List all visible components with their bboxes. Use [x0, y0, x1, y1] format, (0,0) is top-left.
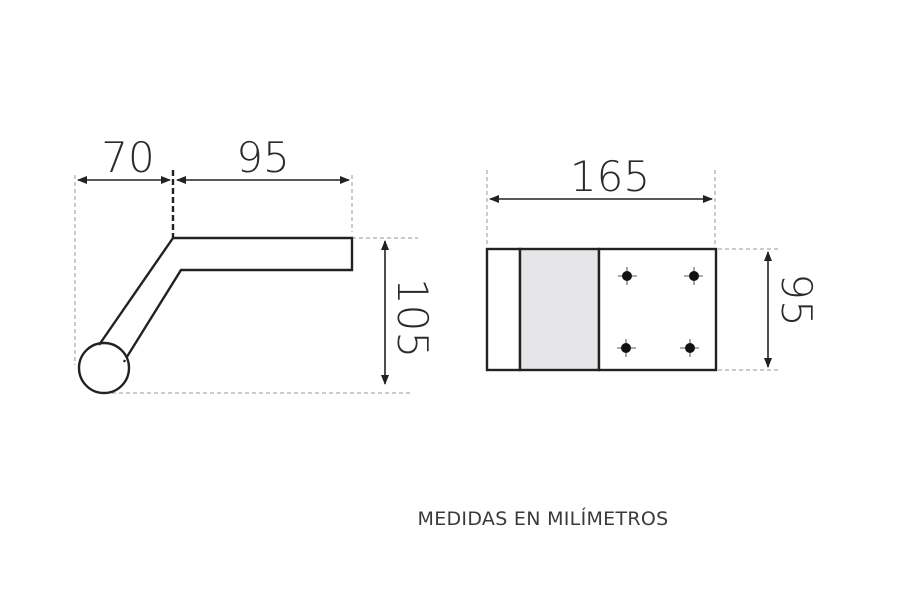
- screw-hole: [684, 267, 703, 285]
- dimension-label-165: 165: [570, 152, 650, 201]
- screw-hole: [617, 339, 636, 357]
- mounting-plate: [597, 247, 718, 372]
- units-caption: MEDIDAS EN MILÍMETROS: [418, 507, 669, 530]
- dimension-label-70: 70: [101, 133, 154, 182]
- dimension-label-105: 105: [388, 278, 437, 358]
- side-view: 70 95 105: [74, 133, 437, 395]
- screw-hole: [680, 339, 699, 357]
- bracket-outline: [123, 236, 354, 361]
- bracket-arm-upper: [98, 237, 174, 346]
- plate-center-panel: [518, 247, 601, 372]
- dimension-label-95-vertical: 95: [772, 273, 821, 326]
- plate-left-strip: [485, 247, 522, 372]
- bracket-round-foot: [77, 341, 131, 395]
- top-view: 165 95: [485, 152, 821, 372]
- screw-hole: [618, 267, 637, 285]
- dimension-label-95-top: 95: [236, 133, 289, 182]
